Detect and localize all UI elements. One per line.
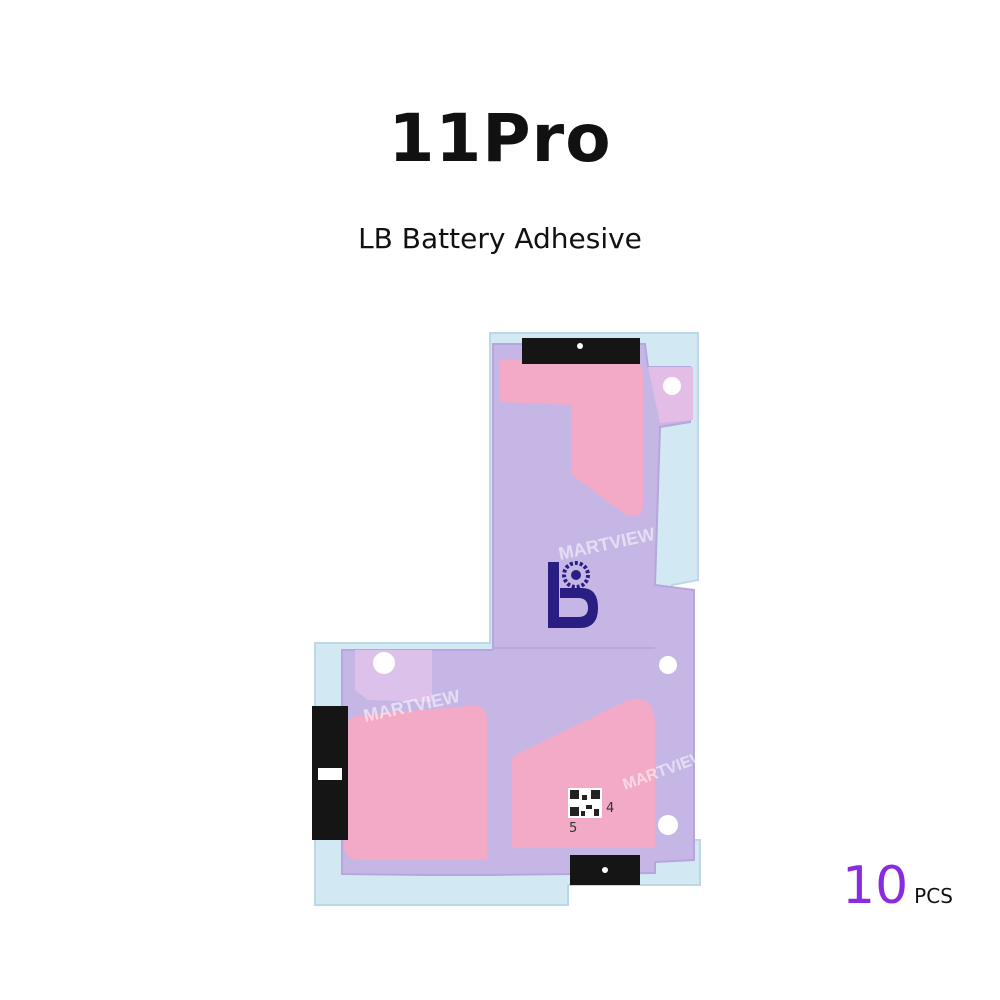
right-upper-hole bbox=[659, 656, 677, 674]
adhesive-strip-bottom-left bbox=[344, 705, 487, 860]
quantity-number: 10 bbox=[842, 856, 909, 916]
pull-tab-bottom-dot bbox=[602, 867, 608, 873]
pull-tab-top-dot bbox=[577, 343, 583, 349]
lb-logo-icon bbox=[548, 561, 598, 628]
left-hole bbox=[373, 652, 395, 674]
top-right-tab bbox=[648, 367, 693, 423]
product-subtitle: LB Battery Adhesive bbox=[358, 222, 642, 255]
adhesive-strip-bottom-right bbox=[512, 698, 655, 848]
pull-tab-left-window bbox=[318, 768, 342, 780]
top-right-hole bbox=[663, 377, 681, 395]
code-digit-right: 4 bbox=[606, 801, 614, 816]
quantity-unit: PCS bbox=[914, 884, 953, 908]
right-lower-hole bbox=[658, 815, 678, 835]
pull-tab-top bbox=[522, 338, 640, 364]
adhesive-strip-top bbox=[500, 360, 643, 517]
code-digit-left: 5 bbox=[569, 821, 577, 836]
product-title: 11Pro bbox=[388, 100, 612, 177]
qr-code-icon bbox=[568, 788, 602, 818]
